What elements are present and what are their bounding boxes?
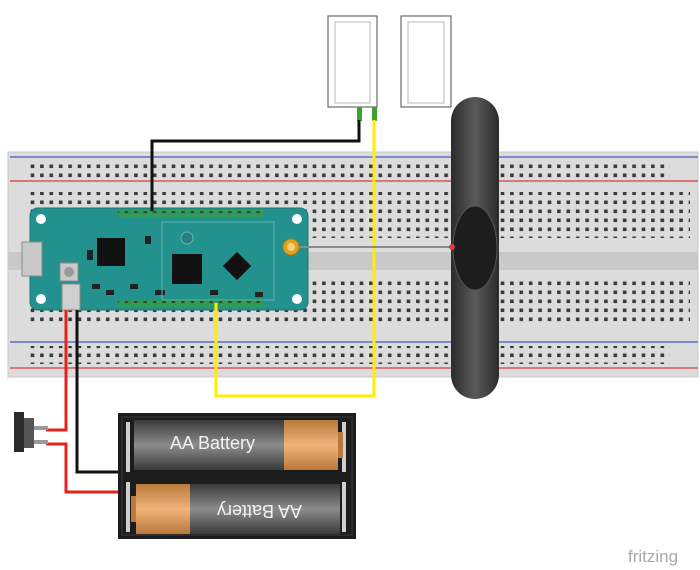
fritzing-watermark: fritzing <box>628 547 678 566</box>
top-power-rail <box>10 156 698 182</box>
slide-switch <box>14 412 48 452</box>
battery-cell-top: AA Battery <box>134 420 343 470</box>
breadboard <box>7 151 699 378</box>
black-wire-battery <box>75 310 122 474</box>
black-wire-reed <box>150 120 361 211</box>
battery-cell-bottom: AA Battery <box>131 484 340 534</box>
yellow-wire <box>214 120 376 398</box>
microcontroller-board <box>21 207 309 311</box>
red-wire-board <box>46 310 68 432</box>
chip-2 <box>172 254 202 284</box>
battery-connector <box>61 283 81 311</box>
usb-connector <box>21 241 43 277</box>
chip-1 <box>97 238 125 266</box>
header-pins-top <box>118 210 264 218</box>
battery-holder: AA Battery AA Battery <box>118 413 356 539</box>
battery-label-top: AA Battery <box>170 433 255 453</box>
battery-label-bottom: AA Battery <box>217 501 302 521</box>
magnet <box>449 97 499 399</box>
magnetic-reed-switch <box>327 15 452 121</box>
red-wire-battery <box>46 442 122 494</box>
bottom-power-rail <box>10 341 698 369</box>
header-pins-bottom <box>118 300 264 308</box>
